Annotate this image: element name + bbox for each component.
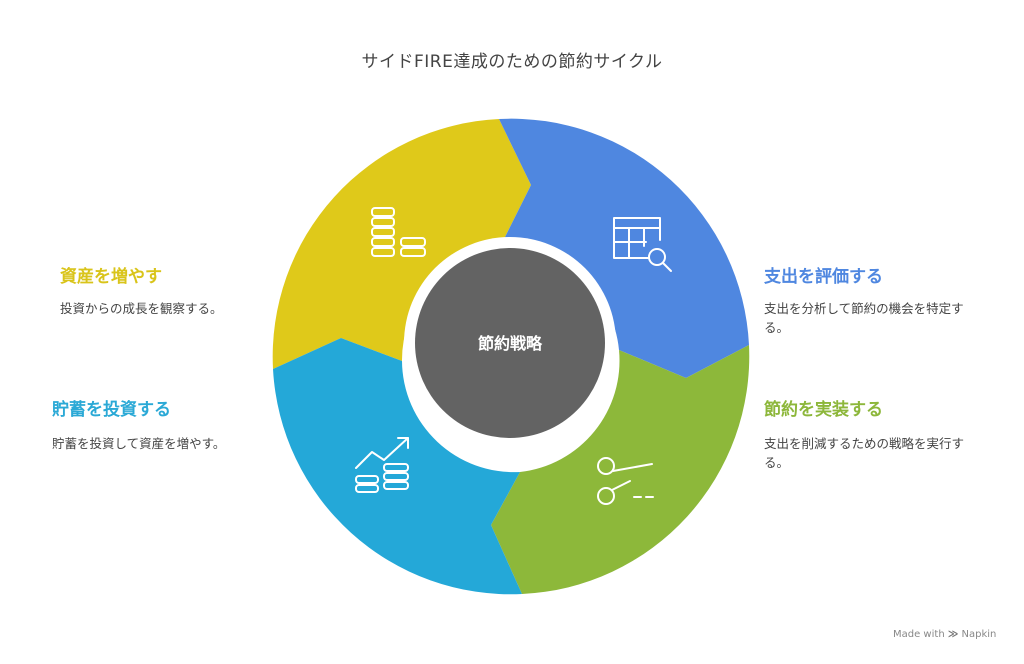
scissors-icon	[597, 457, 654, 505]
desc-implement: 支出を削減するための戦略を実行する。	[764, 436, 965, 470]
segment-invest[interactable]	[273, 338, 522, 595]
segment-evaluate[interactable]	[499, 118, 749, 379]
desc-invest: 貯蓄を投資して資産を増やす。	[52, 436, 226, 451]
heading-implement: 節約を実装する	[764, 400, 883, 420]
page-title: サイドFIRE達成のための節約サイクル	[361, 52, 663, 72]
center-circle[interactable]	[415, 248, 605, 438]
label-grow: 資産を増やす 投資からの成長を観察する。	[60, 262, 280, 318]
footer-brand: Napkin	[961, 629, 997, 640]
center-label: 節約戦略	[477, 334, 543, 353]
label-implement: 節約を実装する 支出を削減するための戦略を実行する。	[764, 395, 974, 472]
label-evaluate: 支出を評価する 支出を分析して節約の機会を特定する。	[764, 262, 974, 337]
stacked-coins-icon	[371, 207, 426, 257]
table-search-icon	[613, 217, 672, 272]
heading-grow: 資産を増やす	[60, 267, 162, 287]
label-invest: 貯蓄を投資する 貯蓄を投資して資産を増やす。	[52, 395, 282, 453]
footer-prefix: Made with	[893, 629, 945, 640]
growth-chart-coins-icon	[355, 437, 409, 493]
heading-evaluate: 支出を評価する	[764, 267, 883, 287]
heading-invest: 貯蓄を投資する	[52, 400, 171, 420]
desc-grow: 投資からの成長を観察する。	[60, 301, 223, 316]
napkin-logo-icon: ≫	[947, 629, 959, 640]
desc-evaluate: 支出を分析して節約の機会を特定する。	[764, 301, 964, 335]
footer-attribution[interactable]: Made with ≫ Napkin	[893, 629, 996, 640]
